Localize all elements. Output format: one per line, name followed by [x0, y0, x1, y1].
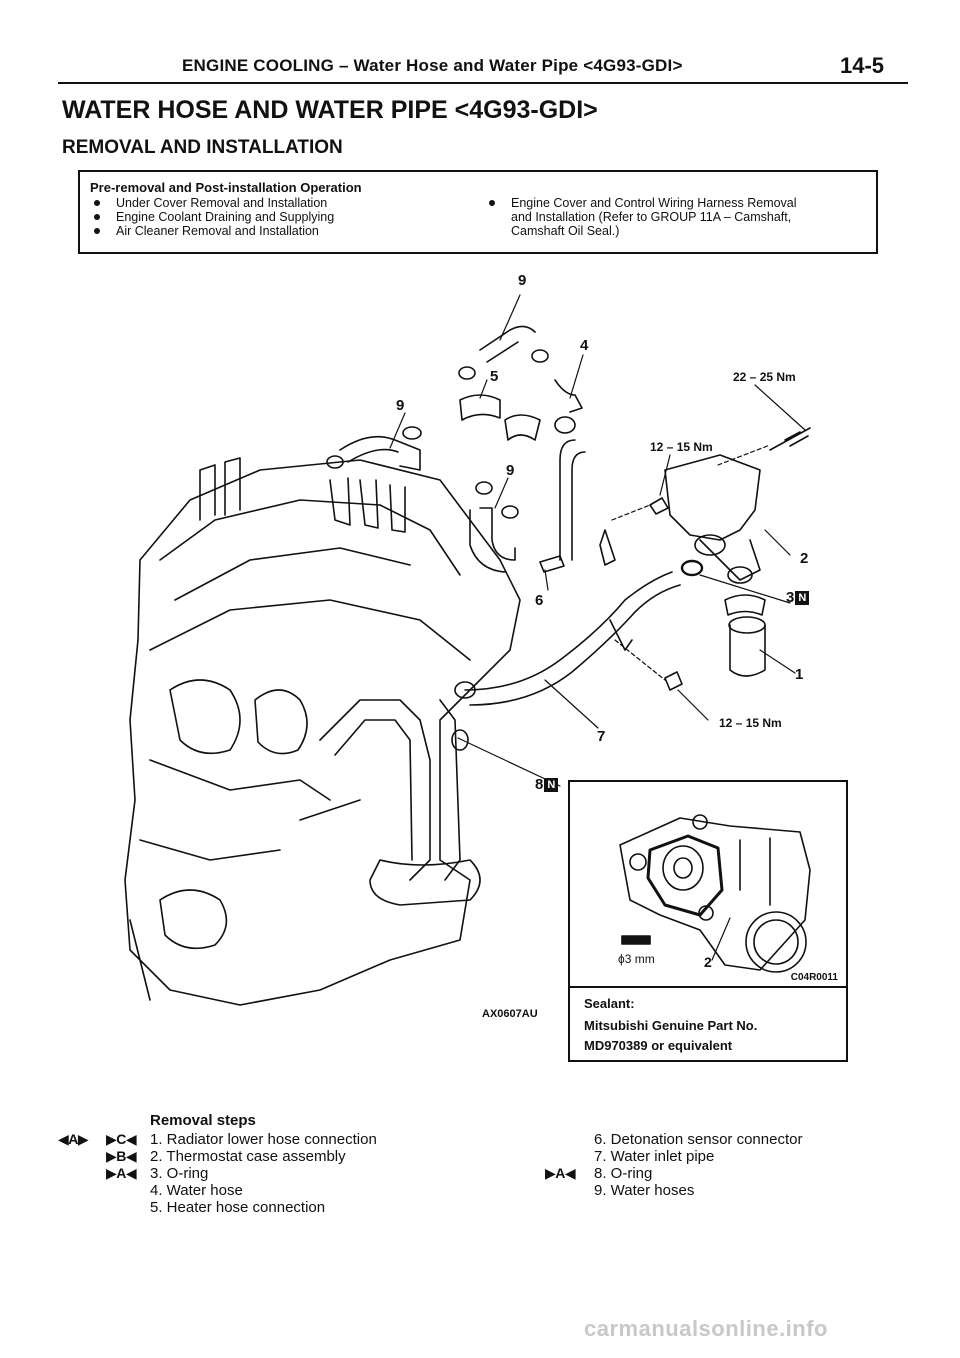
pre-removal-item: Under Cover Removal and Installation	[90, 196, 334, 210]
removal-step: 2. Thermostat case assembly	[150, 1148, 346, 1165]
removal-step: 4. Water hose	[150, 1182, 243, 1199]
header-rule	[58, 82, 908, 84]
removal-step: 7. Water inlet pipe	[594, 1148, 715, 1165]
removal-step: 1. Radiator lower hose connection	[150, 1131, 377, 1148]
pre-removal-item: Air Cleaner Removal and Installation	[90, 224, 334, 238]
page-number: 14-5	[840, 53, 885, 78]
exploded-view-diagram	[124, 294, 811, 1006]
callout-9: 9	[518, 272, 527, 289]
new-part-badge: N	[795, 591, 810, 605]
pre-removal-line: Engine Cover and Control Wiring Harness …	[511, 196, 797, 210]
removal-steps-right: 6. Detonation sensor connector 7. Water …	[594, 1131, 802, 1199]
callout-2: 2	[800, 550, 809, 567]
callout-4: 4	[580, 337, 589, 354]
torque-spec-top: 22 – 25 Nm	[733, 370, 796, 384]
radiator-hose-drawing	[724, 594, 766, 677]
inset-divider	[570, 986, 846, 988]
pre-removal-left-list: Under Cover Removal and Installation Eng…	[90, 196, 334, 238]
pre-removal-item: Engine Cover and Control Wiring Harness …	[485, 196, 797, 238]
removal-step: 6. Detonation sensor connector	[594, 1131, 803, 1148]
removal-step: 9. Water hoses	[594, 1182, 695, 1199]
removal-step: 3. O-ring	[150, 1165, 209, 1182]
callout-9: 9	[396, 397, 405, 414]
callout-9: 9	[506, 462, 515, 479]
removal-steps-title: Removal steps	[150, 1112, 256, 1129]
sealant-inset: C04R0011 ϕ3 mm 2 Sealant: Mitsubishi Gen…	[568, 780, 848, 1062]
removal-steps-left: 1. Radiator lower hose connection 2. The…	[150, 1131, 377, 1216]
bolts-drawing	[649, 497, 683, 691]
inset-thermostat-drawing	[619, 814, 811, 973]
bead-size-label: ϕ3 mm	[618, 952, 655, 966]
watermark: carmanualsonline.info	[584, 1316, 828, 1341]
removal-step: 5. Heater hose connection	[150, 1199, 326, 1216]
pre-removal-title: Pre-removal and Post-installation Operat…	[90, 180, 362, 195]
engine-block-drawing	[124, 457, 521, 1006]
pre-removal-right-list: Engine Cover and Control Wiring Harness …	[485, 196, 797, 238]
service-mark: ▶B◀	[106, 1148, 137, 1164]
sealant-part-number: MD970389 or equivalent	[584, 1038, 733, 1053]
running-header-title: ENGINE COOLING – Water Hose and Water Pi…	[182, 56, 683, 75]
sealant-label: Sealant:	[584, 996, 635, 1011]
figure-code: AX0607AU	[482, 1008, 538, 1020]
pre-removal-item: Engine Coolant Draining and Supplying	[90, 210, 334, 224]
inset-figure-code: C04R0011	[790, 972, 838, 983]
page-title: WATER HOSE AND WATER PIPE <4G93-GDI>	[62, 96, 598, 124]
thermostat-case-drawing	[664, 427, 811, 584]
callout-5: 5	[490, 368, 499, 385]
water-hoses-drawing	[326, 325, 583, 573]
pre-removal-line: and Installation (Refer to GROUP 11A – C…	[511, 210, 792, 224]
torque-spec-mid: 12 – 15 Nm	[650, 440, 713, 454]
service-mark: ◀A▶	[58, 1131, 89, 1147]
new-part-badge: N	[544, 778, 559, 792]
callout-6: 6	[535, 592, 544, 609]
leader-lines	[389, 294, 806, 787]
water-inlet-pipe-drawing	[464, 439, 681, 706]
callout-3-number: 3	[786, 589, 795, 606]
callout-1: 1	[795, 666, 804, 683]
pre-removal-box: Pre-removal and Post-installation Operat…	[78, 170, 878, 254]
callout-8-number: 8	[535, 776, 544, 793]
removal-step: 8. O-ring	[594, 1165, 653, 1182]
torque-spec-bottom: 12 – 15 Nm	[719, 716, 782, 730]
callout-7: 7	[597, 728, 606, 745]
sealant-part-line: Mitsubishi Genuine Part No.	[584, 1018, 758, 1033]
section-title: REMOVAL AND INSTALLATION	[62, 137, 343, 158]
inset-callout-2: 2	[704, 954, 712, 970]
pre-removal-line: Camshaft Oil Seal.)	[511, 224, 620, 238]
service-mark: ▶A◀	[106, 1165, 137, 1181]
service-mark: ▶C◀	[106, 1131, 137, 1147]
service-mark: ▶A◀	[545, 1165, 576, 1181]
